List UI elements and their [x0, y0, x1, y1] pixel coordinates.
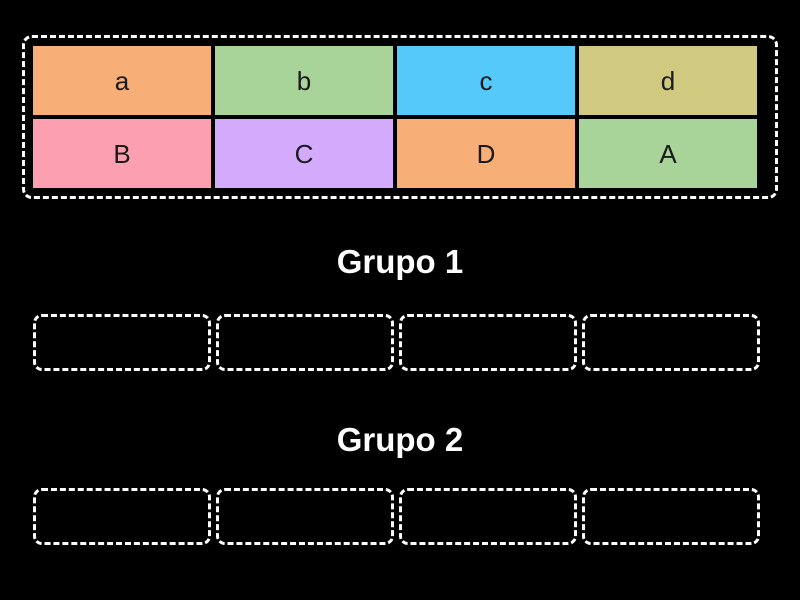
- group-1-heading: Grupo 1: [336, 243, 464, 280]
- tile-row-bottom: B C D A: [25, 119, 775, 188]
- group-1-dropzone-4[interactable]: [582, 314, 760, 371]
- tile-label: A: [659, 138, 677, 169]
- group-1-dropzone-row: [33, 314, 767, 371]
- group-1-dropzone-2[interactable]: [216, 314, 394, 371]
- tile-label: C: [294, 138, 314, 169]
- group-2-heading: Grupo 2: [336, 421, 464, 458]
- tile-label: b: [296, 65, 312, 96]
- tile-label: B: [113, 138, 131, 169]
- tile-label: a: [114, 65, 130, 96]
- draggable-tile-A[interactable]: A: [579, 119, 757, 188]
- draggable-tile-D[interactable]: D: [397, 119, 575, 188]
- group-2-dropzone-3[interactable]: [399, 488, 577, 545]
- tile-label: D: [476, 138, 496, 169]
- tile-label: d: [660, 65, 676, 96]
- draggable-tile-a[interactable]: a: [33, 46, 211, 115]
- draggable-tile-B[interactable]: B: [33, 119, 211, 188]
- draggable-tile-d[interactable]: d: [579, 46, 757, 115]
- tile-label: c: [479, 65, 493, 96]
- group-2-dropzone-row: [33, 488, 767, 545]
- tile-bank-container: a b c d B C D A: [22, 35, 778, 199]
- group-2-dropzone-4[interactable]: [582, 488, 760, 545]
- draggable-tile-b[interactable]: b: [215, 46, 393, 115]
- draggable-tile-c[interactable]: c: [397, 46, 575, 115]
- tile-row-top: a b c d: [25, 46, 775, 115]
- group-2-dropzone-2[interactable]: [216, 488, 394, 545]
- group-1-dropzone-3[interactable]: [399, 314, 577, 371]
- group-1-dropzone-1[interactable]: [33, 314, 211, 371]
- group-2-dropzone-1[interactable]: [33, 488, 211, 545]
- draggable-tile-C[interactable]: C: [215, 119, 393, 188]
